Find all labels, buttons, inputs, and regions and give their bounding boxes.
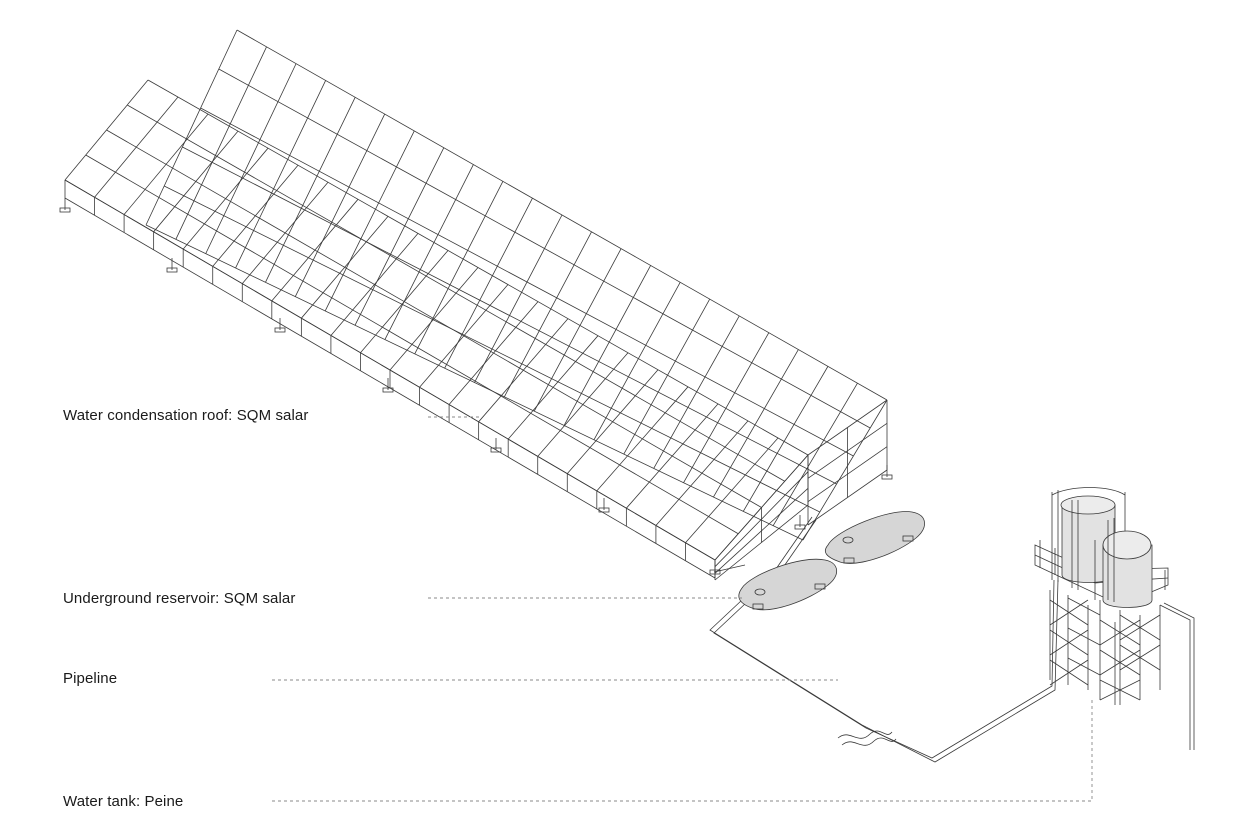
roof-panel-line (106, 129, 762, 508)
roof-panel-line (182, 146, 837, 485)
roof-gable-line (807, 423, 888, 479)
roof-panel-line (324, 130, 415, 312)
roof-post-footing (490, 447, 502, 453)
roof-panel-line (175, 46, 267, 240)
underground-reservoirs (738, 511, 925, 611)
roof-gable-line (714, 488, 809, 574)
roof-gable-line (807, 469, 888, 526)
roof-panel-line (127, 104, 785, 482)
roof-gable-line (807, 399, 888, 456)
roof-post-footing (598, 507, 610, 513)
roof-panel-line (593, 282, 681, 440)
roof-panel-line (772, 382, 858, 526)
label-pipeline: Pipeline (63, 670, 118, 687)
label-underground-reservoir: Underground reservoir: SQM salar (63, 590, 296, 607)
roof-panel-line (653, 315, 740, 469)
roof-post-footing (274, 327, 286, 333)
tank-outlet-pipe (1159, 604, 1191, 750)
roof-post-footing (166, 267, 178, 273)
roof-post-footing (382, 387, 394, 393)
roof-panel-line (444, 197, 533, 369)
pipeline-route-inner (713, 579, 1055, 759)
tower-frame (1049, 590, 1161, 705)
roof-panel-line (205, 63, 297, 254)
condensation-roof (64, 29, 888, 581)
roof-panel-line (713, 349, 799, 498)
roof-panel-line (235, 80, 326, 269)
roof-panel-line (145, 29, 238, 226)
roof-panel-line (200, 107, 854, 457)
pipeline (709, 516, 1195, 763)
roof-panel-line (533, 248, 622, 412)
roof-panel-line (742, 366, 829, 512)
roof-panel-line (236, 29, 888, 401)
roof-panel-line (414, 181, 504, 355)
roof-panel-line (218, 68, 871, 429)
pipe-segment (713, 564, 746, 573)
roof-gable-line (714, 504, 809, 581)
roof-panel-line (354, 147, 445, 326)
roof-post-footing (709, 569, 721, 575)
roof-panel-line (563, 265, 651, 426)
roof-panel-line (683, 332, 770, 483)
label-water-tank: Water tank: Peine (63, 793, 184, 810)
roof-panel-line (623, 298, 711, 455)
reservoir-back (824, 511, 925, 564)
pipe-break-mark (841, 737, 897, 746)
roof-panel-line (294, 113, 386, 297)
roof-panel-line (265, 97, 356, 283)
water-tank-structure (1034, 487, 1169, 705)
tank-right (1094, 518, 1153, 608)
label-condensation-roof: Water condensation roof: SQM salar (63, 407, 309, 424)
roof-panel-line (384, 164, 474, 340)
roof-panel-line (504, 231, 592, 398)
roof-panel-line (147, 79, 809, 456)
roof-support-posts (59, 198, 893, 575)
roof-gable-line (714, 471, 809, 567)
roof-gable-line (807, 446, 888, 502)
pipeline-route (709, 579, 1059, 763)
pipe-break-mark (837, 730, 893, 739)
roof-post-footing (59, 207, 71, 213)
roof-panel-line (164, 185, 820, 513)
roof-panel-line (85, 154, 739, 535)
leader-lines (272, 416, 1093, 802)
reservoir-front (738, 558, 838, 611)
leader-tank (272, 700, 1093, 802)
roof-panel-line (802, 399, 888, 541)
roof-post-footing (881, 474, 893, 480)
roof-wall-line (64, 179, 716, 561)
roof-panel-line (145, 224, 804, 541)
roof-gable-line (714, 454, 809, 561)
tank-outlet-pipe (1163, 602, 1195, 750)
roof-panel-line (474, 214, 563, 383)
tank-left (1051, 487, 1126, 590)
